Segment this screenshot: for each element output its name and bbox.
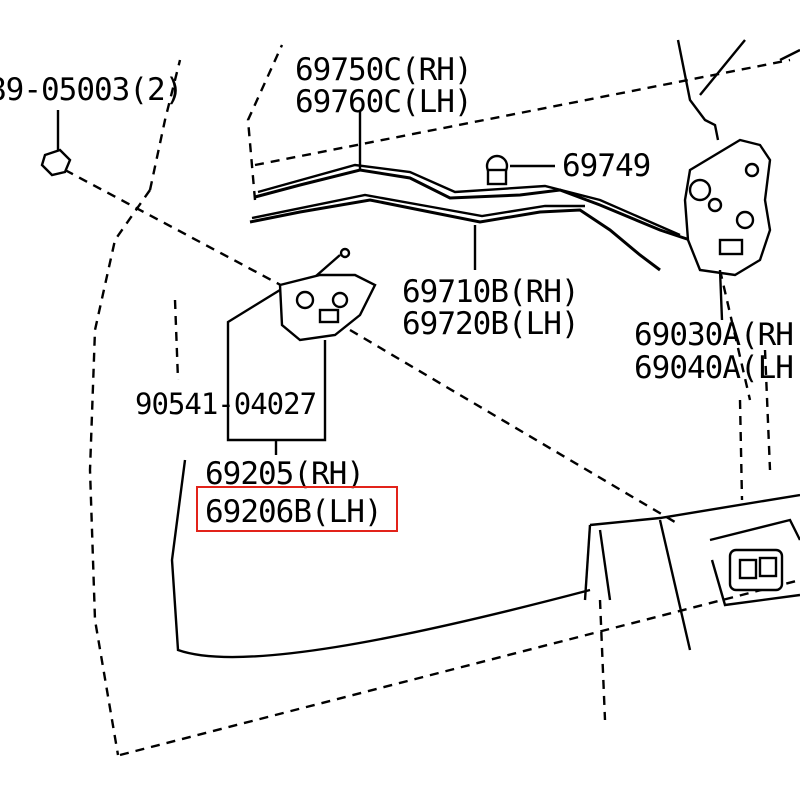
- label-clip: 69749: [562, 148, 650, 184]
- door-outline: [88, 44, 800, 757]
- label-cable-mid-rh: 69710B(RH): [402, 274, 579, 310]
- switch-panel: [728, 548, 784, 592]
- label-lock-rh: 69030A(RH: [634, 317, 793, 353]
- door-lock-assembly: [683, 138, 772, 321]
- label-cable-mid-lh: 69720B(LH): [402, 306, 579, 342]
- label-cable-top-lh: 69760C(LH): [295, 84, 472, 120]
- label-handle-lh: 69206B(LH): [205, 494, 382, 530]
- door-trim: [170, 459, 800, 659]
- cable-top: [254, 163, 691, 242]
- rod-top: [676, 39, 800, 141]
- cable-bottom: [249, 193, 661, 272]
- clip-icon: [485, 154, 555, 186]
- leader-lines: [64, 168, 752, 527]
- label-screw: 90541-04027: [135, 387, 316, 421]
- label-cable-top-rh: 69750C(RH): [295, 52, 472, 88]
- label-bolt: 89-05003(2): [0, 72, 182, 108]
- bolt-icon: [40, 110, 72, 177]
- highlight-box: [196, 486, 398, 532]
- inside-handle-assembly: [226, 273, 377, 455]
- label-lock-lh: 69040A(LH: [634, 350, 793, 386]
- leader-ticks: [358, 110, 477, 270]
